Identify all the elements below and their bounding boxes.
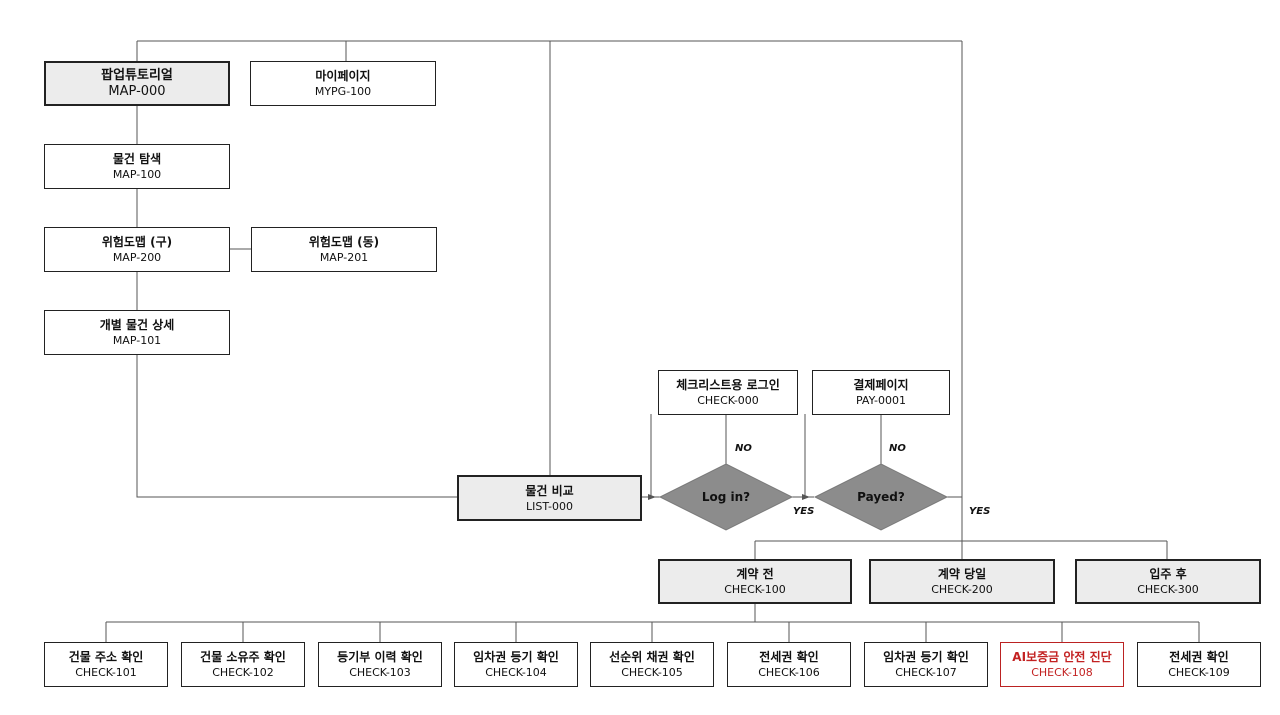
node-code: CHECK-000 — [697, 394, 759, 407]
check-node-108[interactable]: AI보증금 안전 진단 CHECK-108 — [1000, 642, 1124, 687]
node-title: 선순위 채권 확인 — [609, 650, 695, 664]
node-title: 체크리스트용 로그인 — [676, 378, 780, 392]
risk-map-dong-node[interactable]: 위험도맵 (동) MAP-201 — [251, 227, 437, 272]
checklist-login-node[interactable]: 체크리스트용 로그인 CHECK-000 — [658, 370, 798, 415]
property-detail-node[interactable]: 개별 물건 상세 MAP-101 — [44, 310, 230, 355]
payed-decision-diamond — [813, 463, 949, 531]
contract-day-node[interactable]: 계약 당일 CHECK-200 — [869, 559, 1055, 604]
popup-tutorial-node[interactable]: 팝업튜토리얼 MAP-000 — [44, 61, 230, 106]
check-node-109[interactable]: 전세권 확인 CHECK-109 — [1137, 642, 1261, 687]
check-node-106[interactable]: 전세권 확인 CHECK-106 — [727, 642, 851, 687]
node-title: 위험도맵 (동) — [308, 235, 380, 249]
login-decision-label: Log in? — [702, 490, 750, 504]
arrowhead-payed — [802, 494, 810, 500]
node-code: CHECK-102 — [212, 666, 274, 679]
node-code: MAP-000 — [108, 84, 166, 99]
property-search-node[interactable]: 물건 탐색 MAP-100 — [44, 144, 230, 189]
node-code: MAP-200 — [112, 251, 162, 264]
node-code: CHECK-107 — [895, 666, 957, 679]
login-no-label: NO — [735, 443, 752, 454]
payed-decision-label: Payed? — [857, 490, 905, 504]
node-title: 등기부 이력 확인 — [337, 650, 423, 664]
check-node-104[interactable]: 임차권 등기 확인 CHECK-104 — [454, 642, 578, 687]
property-compare-node[interactable]: 물건 비교 LIST-000 — [457, 475, 642, 521]
node-code: MYPG-100 — [314, 85, 372, 98]
check-node-103[interactable]: 등기부 이력 확인 CHECK-103 — [318, 642, 442, 687]
node-title: 임차권 등기 확인 — [473, 650, 559, 664]
node-code: LIST-000 — [525, 499, 574, 513]
node-code: CHECK-109 — [1168, 666, 1230, 679]
before-contract-node[interactable]: 계약 전 CHECK-100 — [658, 559, 852, 604]
check-node-101[interactable]: 건물 주소 확인 CHECK-101 — [44, 642, 168, 687]
node-title: 전세권 확인 — [759, 650, 819, 664]
node-title: 건물 주소 확인 — [68, 650, 144, 664]
node-code: CHECK-200 — [931, 583, 993, 596]
node-title: 계약 당일 — [937, 567, 987, 581]
check-node-105[interactable]: 선순위 채권 확인 CHECK-105 — [590, 642, 714, 687]
node-title: AI보증금 안전 진단 — [1012, 650, 1112, 664]
node-title: 전세권 확인 — [1169, 650, 1229, 664]
mypage-node[interactable]: 마이페이지 MYPG-100 — [250, 61, 436, 106]
node-title: 계약 전 — [736, 567, 774, 581]
after-move-in-node[interactable]: 입주 후 CHECK-300 — [1075, 559, 1261, 604]
node-code: CHECK-105 — [621, 666, 683, 679]
check-node-102[interactable]: 건물 소유주 확인 CHECK-102 — [181, 642, 305, 687]
connector-detail-compare — [136, 354, 457, 498]
node-title: 결제페이지 — [853, 378, 909, 392]
arrowhead-login — [648, 494, 656, 500]
node-title: 물건 비교 — [525, 483, 574, 498]
node-title: 팝업튜토리얼 — [101, 68, 173, 83]
payed-no-label: NO — [889, 443, 906, 454]
node-title: 입주 후 — [1149, 567, 1187, 581]
node-code: PAY-0001 — [856, 394, 906, 407]
node-code: CHECK-104 — [485, 666, 547, 679]
node-code: MAP-201 — [319, 251, 369, 264]
risk-map-gu-node[interactable]: 위험도맵 (구) MAP-200 — [44, 227, 230, 272]
payment-page-node[interactable]: 결제페이지 PAY-0001 — [812, 370, 950, 415]
node-title: 위험도맵 (구) — [101, 235, 173, 249]
node-code: MAP-101 — [112, 334, 162, 347]
node-code: CHECK-300 — [1137, 583, 1199, 596]
node-code: CHECK-100 — [724, 583, 786, 596]
node-title: 임차권 등기 확인 — [883, 650, 969, 664]
node-title: 물건 탐색 — [112, 152, 162, 166]
node-title: 개별 물건 상세 — [99, 318, 175, 332]
node-code: CHECK-106 — [758, 666, 820, 679]
node-title: 건물 소유주 확인 — [200, 650, 286, 664]
login-yes-label: YES — [793, 506, 815, 517]
node-code: CHECK-101 — [75, 666, 137, 679]
payed-yes-label: YES — [969, 506, 991, 517]
node-code: CHECK-108 — [1031, 666, 1093, 679]
check-node-107[interactable]: 임차권 등기 확인 CHECK-107 — [864, 642, 988, 687]
node-title: 마이페이지 — [315, 69, 371, 83]
node-code: MAP-100 — [112, 168, 162, 181]
node-code: CHECK-103 — [349, 666, 411, 679]
login-decision-diamond — [658, 463, 794, 531]
